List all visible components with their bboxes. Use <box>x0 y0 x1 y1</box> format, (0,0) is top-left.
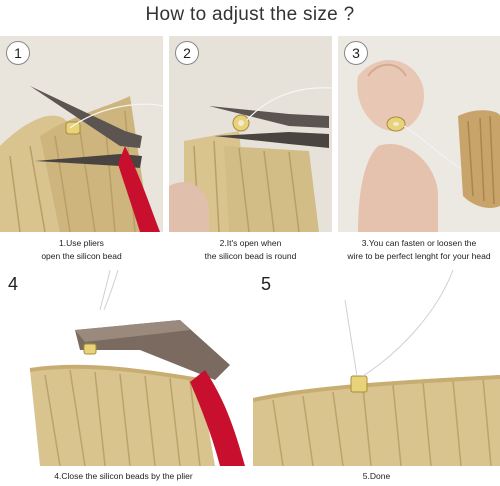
step-4-caption-line1: 4.Close the silicon beads by the plier <box>54 471 193 481</box>
step-2-badge: 2 <box>175 41 199 65</box>
silicon-bead-icon <box>386 116 406 132</box>
step-5-caption: 5.Done <box>253 470 500 483</box>
step-4-caption: 4.Close the silicon beads by the plier <box>0 470 247 483</box>
fingers-icon <box>357 59 424 131</box>
step-1-caption-line1: 1.Use pliers <box>59 238 104 248</box>
step-5-photo: 5 <box>253 270 500 466</box>
step-3-badge: 3 <box>344 41 368 65</box>
step-1-badge: 1 <box>6 41 30 65</box>
step-5-badge: 5 <box>261 274 272 294</box>
wire-icon <box>246 87 332 121</box>
page-title: How to adjust the size ? <box>145 4 355 25</box>
step-3-caption-line1: 3.You can fasten or loosen the <box>361 238 477 248</box>
silicon-bead-icon <box>83 343 97 355</box>
pliers-icon <box>209 106 329 148</box>
step-2-caption: 2.It's open when the silicon bead is rou… <box>169 237 332 263</box>
step-4-badge: 4 <box>8 274 19 294</box>
step-2-photo: 2 <box>169 36 332 232</box>
step-1-photo: 1 <box>0 36 163 232</box>
wire-icon <box>69 103 163 129</box>
silicon-bead-icon <box>350 375 368 393</box>
silicon-bead-icon <box>65 121 81 135</box>
pliers-icon <box>75 320 245 466</box>
wire-icon <box>344 270 454 377</box>
step-2-caption-line2: the silicon bead is round <box>204 251 297 261</box>
step-3-photo: 3 <box>338 36 500 232</box>
step-1-caption: 1.Use pliers open the silicon bead <box>0 237 163 263</box>
step-5-caption-line1: 5.Done <box>362 471 391 481</box>
step-3-caption-line2: wire to be perfect lenght for your head <box>347 251 491 261</box>
silicon-bead-icon <box>232 114 250 132</box>
hair-weft-icon <box>458 110 500 208</box>
step-2-caption-line1: 2.It's open when <box>219 238 282 248</box>
step-1-caption-line2: open the silicon bead <box>41 251 122 261</box>
wire-icon <box>99 270 119 311</box>
pliers-icon <box>30 86 160 232</box>
hair-weft-icon <box>29 364 215 466</box>
step-4-photo: 4 <box>0 270 247 466</box>
fingers-icon <box>169 182 209 232</box>
step-3-caption: 3.You can fasten or loosen the wire to b… <box>338 237 500 263</box>
hair-weft-icon <box>253 375 500 466</box>
